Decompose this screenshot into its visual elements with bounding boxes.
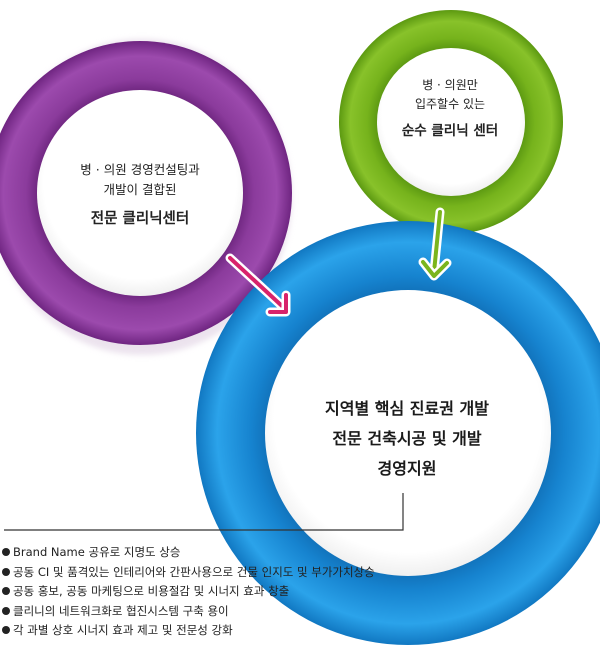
list-item-text: 클리니의 네트워크화로 협진시스템 구축 용이 xyxy=(13,603,229,618)
list-item: 각 과별 상호 시너지 효과 제고 및 전문성 강화 xyxy=(2,621,375,641)
list-item-text: 각 과별 상호 시너지 효과 제고 및 전문성 강화 xyxy=(13,623,233,637)
blue-ring xyxy=(196,221,600,645)
blue-line-3: 경영지원 xyxy=(377,459,437,478)
bullet-icon xyxy=(2,587,10,595)
pink-arrow-icon xyxy=(225,253,291,317)
purple-line-2: 개발이 결합된 xyxy=(103,182,177,197)
purple-ring-label: 병 · 의원 경영컨설팅과 개발이 결합된 전문 클리닉센터 xyxy=(40,160,240,229)
green-ring xyxy=(339,10,563,234)
bullet-icon xyxy=(2,548,10,556)
bullet-icon xyxy=(2,567,10,576)
green-line-1: 병 · 의원만 xyxy=(422,78,478,92)
bullet-icon xyxy=(2,606,10,615)
list-item: 클리니의 네트워크화로 협진시스템 구축 용이 xyxy=(2,602,375,622)
green-ring-label: 병 · 의원만 입주할수 있는 순수 클리닉 센터 xyxy=(375,76,525,141)
blue-line-2: 전문 건축시공 및 개발 xyxy=(332,429,482,448)
green-line-2: 입주할수 있는 xyxy=(414,97,486,111)
list-item: 공동 CI 및 품격있는 인테리어와 간판사용으로 건물 인지도 및 부가가치상… xyxy=(2,563,375,583)
purple-title: 전문 클리닉센터 xyxy=(90,211,190,227)
list-item-text: 공동 CI 및 품격있는 인테리어와 간판사용으로 건물 인지도 및 부가가치상… xyxy=(13,564,375,579)
blue-ring-label: 지역별 핵심 진료권 개발 전문 건축시공 및 개발 경영지원 xyxy=(262,394,552,484)
green-title: 순수 클리닉 센터 xyxy=(401,123,499,139)
bullet-icon xyxy=(2,626,10,634)
list-item-text: Brand Name 공유로 지명도 상승 xyxy=(13,545,181,559)
list-item: Brand Name 공유로 지명도 상승 xyxy=(2,543,375,563)
blue-line-1: 지역별 핵심 진료권 개발 xyxy=(325,399,489,418)
benefit-list: Brand Name 공유로 지명도 상승 공동 CI 및 품격있는 인테리어와… xyxy=(2,543,375,641)
list-item-text: 공동 홍보, 공동 마케팅으로 비용절감 및 시너지 효과 창출 xyxy=(13,584,290,598)
connector-line xyxy=(4,493,404,531)
list-item: 공동 홍보, 공동 마케팅으로 비용절감 및 시너지 효과 창출 xyxy=(2,582,375,602)
purple-line-1: 병 · 의원 경영컨설팅과 xyxy=(80,162,200,177)
green-arrow-icon xyxy=(418,207,452,281)
purple-ring xyxy=(0,39,292,355)
